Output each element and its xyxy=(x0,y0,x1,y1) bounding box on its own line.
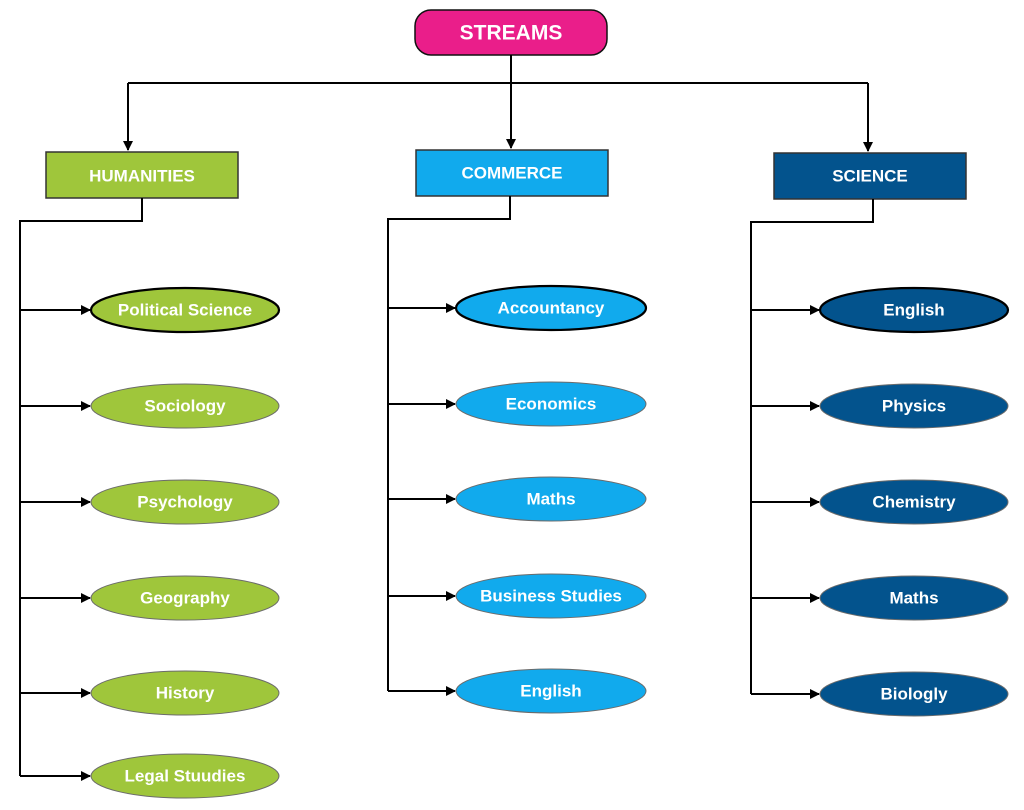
subject-label-science: English xyxy=(883,301,944,320)
subject-label-commerce: Business Studies xyxy=(480,587,622,606)
subject-label-commerce: Accountancy xyxy=(498,299,605,318)
subject-label-humanities: Psychology xyxy=(137,493,233,512)
stream-box-humanities xyxy=(45,151,239,199)
subject-node-science xyxy=(819,671,1009,717)
subject-label-humanities: Legal Stuudies xyxy=(125,767,246,786)
subjects-humanities: Political ScienceSociologyPsychologyGeog… xyxy=(19,198,281,799)
subject-label-humanities: History xyxy=(156,684,215,703)
subject-node-humanities xyxy=(90,670,280,716)
root-label: STREAMS xyxy=(460,22,563,45)
subject-label-science: Biologly xyxy=(880,685,948,704)
subject-label-science: Maths xyxy=(889,589,938,608)
subject-node-science xyxy=(819,479,1009,525)
subject-label-humanities: Geography xyxy=(140,589,230,608)
subject-label-humanities: Political Science xyxy=(118,301,252,320)
stream-box-science xyxy=(773,152,967,200)
subject-node-humanities xyxy=(90,575,280,621)
stream-science: SCIENCE xyxy=(773,152,967,200)
subject-label-science: Chemistry xyxy=(872,493,956,512)
subject-label-science: Physics xyxy=(882,397,946,416)
connector-commerce xyxy=(387,196,511,691)
connector-science xyxy=(750,199,874,694)
subject-node-science xyxy=(819,575,1009,621)
subject-node-humanities xyxy=(89,286,281,334)
stream-label-humanities: HUMANITIES xyxy=(89,167,195,186)
subject-label-commerce: Economics xyxy=(506,395,597,414)
stream-commerce: COMMERCE xyxy=(415,149,609,197)
subject-node-commerce xyxy=(454,284,648,332)
subject-node-science xyxy=(818,286,1010,334)
stream-label-commerce: COMMERCE xyxy=(461,164,562,183)
subject-label-humanities: Sociology xyxy=(144,397,226,416)
subject-label-commerce: English xyxy=(520,682,581,701)
subject-node-science xyxy=(819,383,1009,429)
root-connectors xyxy=(123,55,873,152)
stream-humanities: HUMANITIES xyxy=(45,151,239,199)
subject-node-humanities xyxy=(90,753,280,799)
subject-node-humanities xyxy=(90,383,280,429)
subject-node-commerce xyxy=(455,573,647,619)
subject-label-commerce: Maths xyxy=(526,490,575,509)
root-node: STREAMS xyxy=(414,9,608,56)
subject-node-commerce xyxy=(455,381,647,427)
subject-node-commerce xyxy=(455,476,647,522)
subject-node-humanities xyxy=(90,479,280,525)
connector-humanities xyxy=(19,198,143,776)
stream-label-science: SCIENCE xyxy=(832,167,908,186)
stream-box-commerce xyxy=(415,149,609,197)
subject-node-commerce xyxy=(455,668,647,714)
